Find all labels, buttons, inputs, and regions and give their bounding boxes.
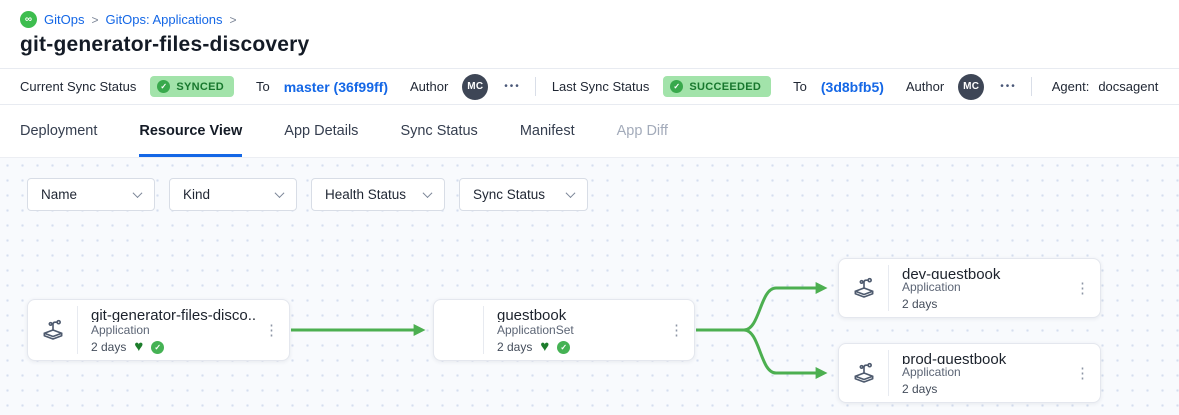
graph-node-prod-guestbook[interactable]: prod-guestbook Application 2 days ⋮ [838, 343, 1101, 403]
divider [1030, 77, 1032, 96]
filter-sync-status-dropdown[interactable]: Sync Status [459, 178, 588, 211]
node-kind: Application [902, 365, 961, 379]
tab-app-diff: App Diff [616, 122, 668, 139]
divider [483, 306, 484, 354]
node-title: git-generator-files-disco... [91, 307, 256, 322]
current-revision-link[interactable]: master (36f99ff) [283, 78, 388, 95]
filter-kind-dropdown[interactable]: Kind [169, 178, 297, 211]
divider [77, 306, 78, 354]
node-age: 2 days [91, 340, 127, 354]
chevron-down-icon [422, 188, 433, 199]
sync-check-icon: ✓ [557, 340, 571, 354]
node-title: guestbook [497, 307, 567, 322]
tab-manifest[interactable]: Manifest [519, 122, 575, 139]
node-menu-button[interactable]: ⋮ [264, 322, 279, 339]
last-revision-link[interactable]: (3d8bfb5) [820, 78, 884, 95]
node-title: prod-guestbook [902, 351, 1007, 364]
check-circle-icon: ✓ [670, 80, 684, 93]
filter-health-status-dropdown[interactable]: Health Status [311, 178, 445, 211]
node-kind: Application [91, 323, 150, 337]
gitops-infinity-icon: ∞ [20, 11, 37, 28]
check-circle-icon: ✓ [157, 80, 171, 93]
application-icon [839, 259, 888, 317]
node-menu-button[interactable]: ⋮ [669, 322, 684, 339]
filter-bar: Name Kind Health Status Sync Status [27, 178, 588, 211]
health-heart-icon: ♥ [540, 338, 550, 355]
author-label: Author [905, 79, 945, 94]
tab-app-details[interactable]: App Details [284, 122, 359, 139]
synced-badge: ✓ SYNCED [150, 76, 234, 97]
synced-badge-label: SYNCED [176, 80, 224, 93]
node-age: 2 days [902, 297, 938, 311]
tab-sync-status[interactable]: Sync Status [400, 122, 478, 139]
breadcrumb-link-gitops[interactable]: GitOps [44, 12, 85, 27]
node-kind: ApplicationSet [497, 323, 574, 337]
node-menu-button[interactable]: ⋮ [1075, 280, 1090, 297]
agent-value: docsagent [1098, 79, 1159, 94]
breadcrumb-link-applications[interactable]: GitOps: Applications [105, 12, 223, 27]
succeeded-badge: ✓ SUCCEEDED [663, 76, 772, 97]
page-header: ∞ GitOps > GitOps: Applications > git-ge… [0, 0, 1179, 68]
node-age: 2 days [497, 340, 533, 354]
author-avatar[interactable]: MC [958, 73, 985, 100]
divider [534, 77, 536, 96]
succeeded-badge-label: SUCCEEDED [689, 80, 762, 93]
chevron-down-icon [132, 188, 143, 199]
filter-label: Name [41, 187, 78, 202]
application-icon [839, 344, 888, 402]
filter-label: Sync Status [473, 187, 546, 202]
author-avatar[interactable]: MC [462, 73, 489, 100]
divider [888, 265, 889, 311]
node-menu-button[interactable]: ⋮ [1075, 365, 1090, 382]
filter-name-dropdown[interactable]: Name [27, 178, 155, 211]
edge-guestbook-to-prod [696, 328, 828, 379]
to-label: To [255, 79, 270, 94]
node-title: dev-guestbook [902, 266, 1001, 279]
more-options-button[interactable]: ••• [504, 81, 521, 92]
graph-node-dev-guestbook[interactable]: dev-guestbook Application 2 days ⋮ [838, 258, 1101, 318]
divider [888, 350, 889, 396]
sync-check-icon: ✓ [151, 340, 165, 354]
breadcrumb-separator: > [229, 12, 237, 27]
health-heart-icon: ♥ [134, 338, 144, 355]
resource-graph-canvas[interactable]: Name Kind Health Status Sync Status [0, 158, 1179, 415]
status-bar: Current Sync Status ✓ SYNCED To master (… [0, 68, 1179, 105]
tab-deployment[interactable]: Deployment [20, 122, 98, 139]
filter-label: Kind [183, 187, 211, 202]
empty-icon-area [434, 300, 483, 360]
author-label: Author [409, 79, 449, 94]
graph-node-guestbook[interactable]: guestbook ApplicationSet 2 days ♥ ✓ ⋮ [433, 299, 695, 361]
node-age: 2 days [902, 382, 938, 396]
breadcrumb: ∞ GitOps > GitOps: Applications > [20, 11, 1159, 28]
filter-label: Health Status [325, 187, 407, 202]
application-icon [28, 300, 77, 360]
graph-edges [291, 282, 828, 379]
last-sync-status-label: Last Sync Status [551, 79, 650, 94]
chevron-down-icon [565, 188, 576, 199]
chevron-down-icon [274, 188, 285, 199]
page-title: git-generator-files-discovery [20, 33, 310, 56]
graph-node-root-application[interactable]: git-generator-files-disco... Application… [27, 299, 290, 361]
agent-info: Agent: docsagent [1052, 79, 1159, 94]
tab-resource-view[interactable]: Resource View [139, 105, 243, 157]
more-options-button[interactable]: ••• [1000, 81, 1017, 92]
node-kind: Application [902, 280, 961, 294]
current-sync-status-label: Current Sync Status [20, 79, 137, 94]
tabs-bar: Deployment Resource View App Details Syn… [0, 105, 1179, 158]
to-label: To [793, 79, 807, 94]
agent-label: Agent: [1051, 79, 1090, 94]
breadcrumb-separator: > [91, 12, 99, 27]
edge-guestbook-to-dev [696, 282, 828, 332]
